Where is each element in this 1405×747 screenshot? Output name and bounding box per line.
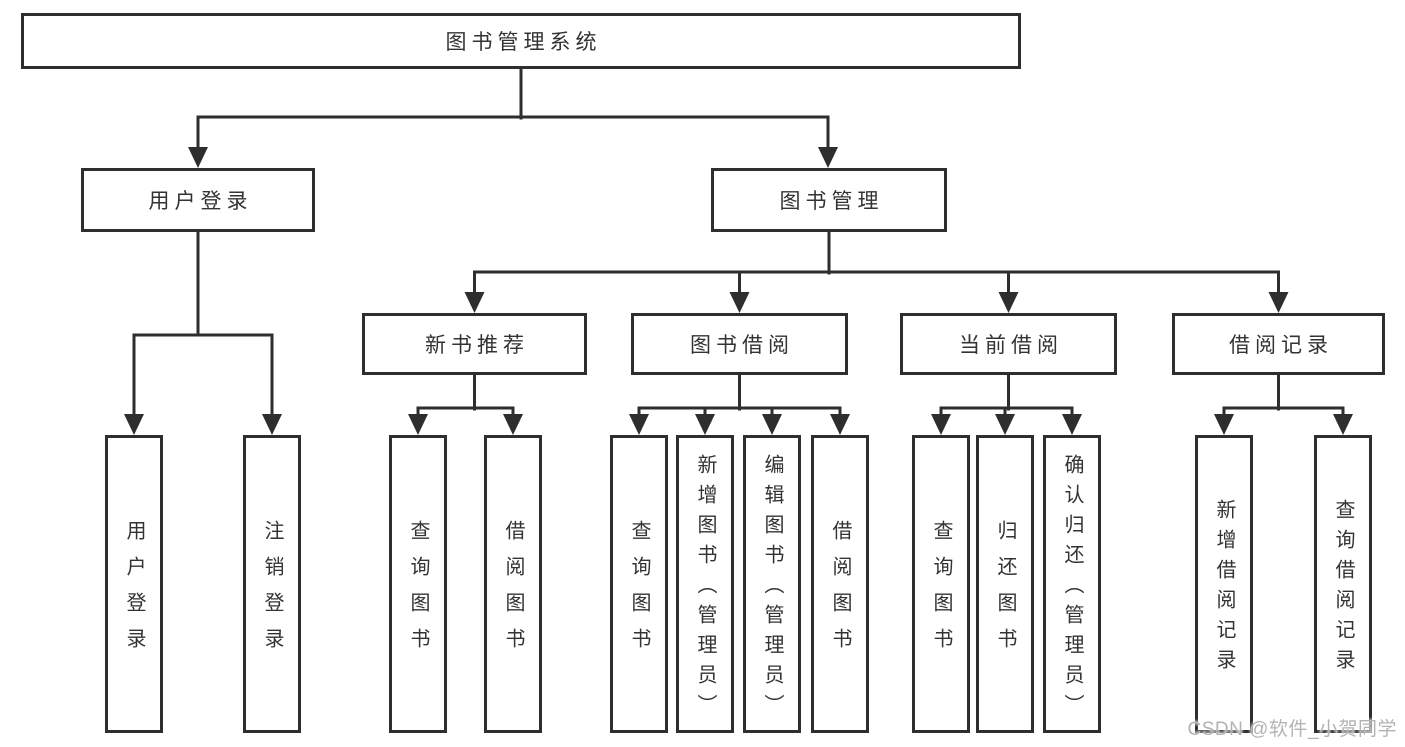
leaf-borrow-books: 借阅图书 xyxy=(811,435,869,733)
node-label: 借阅记录 xyxy=(1229,334,1333,357)
arrowhead-icon xyxy=(1214,414,1234,435)
node-label: 图书管理系统 xyxy=(445,31,602,54)
arrowhead-icon xyxy=(762,414,782,435)
arrowhead-icon xyxy=(818,147,838,168)
node-book-borrow: 图书借阅 xyxy=(631,313,848,375)
leaf-query-books-recommend: 查询图书 xyxy=(389,435,447,733)
arrowhead-icon xyxy=(995,414,1015,435)
arrowhead-icon xyxy=(408,414,428,435)
node-label: 用户登录 xyxy=(148,190,253,213)
arrowhead-icon xyxy=(729,292,750,313)
arrowhead-icon xyxy=(629,414,649,435)
leaf-confirm-return-admin: 确认归还（管理员） xyxy=(1043,435,1101,733)
leaf-label: 注销登录 xyxy=(261,520,283,664)
node-system-root: 图书管理系统 xyxy=(21,13,1021,69)
leaf-user-login: 用户登录 xyxy=(105,435,163,733)
arrowhead-icon xyxy=(464,292,485,313)
leaf-label: 查询图书 xyxy=(407,520,429,664)
arrowhead-icon xyxy=(830,414,850,435)
node-label: 新书推荐 xyxy=(425,334,529,357)
node-new-book-recommend: 新书推荐 xyxy=(362,313,587,375)
leaf-borrow-books-recommend: 借阅图书 xyxy=(484,435,542,733)
leaf-label: 用户登录 xyxy=(123,520,145,664)
arrowhead-icon xyxy=(503,414,523,435)
leaf-label: 新增图书（管理员） xyxy=(694,454,716,724)
node-user-login: 用户登录 xyxy=(81,168,315,232)
arrowhead-icon xyxy=(262,414,282,435)
arrowhead-icon xyxy=(998,292,1019,313)
leaf-query-borrow-record: 查询借阅记录 xyxy=(1314,435,1372,733)
arrowhead-icon xyxy=(695,414,715,435)
arrowhead-icon xyxy=(1062,414,1082,435)
connector-path xyxy=(132,67,1345,419)
leaf-label: 查询图书 xyxy=(930,520,952,664)
arrowhead-icon xyxy=(931,414,951,435)
arrowhead-icon xyxy=(1333,414,1353,435)
leaf-label: 借阅图书 xyxy=(502,520,524,664)
node-label: 图书管理 xyxy=(779,190,884,213)
leaf-logout: 注销登录 xyxy=(243,435,301,733)
node-current-borrow: 当前借阅 xyxy=(900,313,1117,375)
arrowhead-icon xyxy=(1268,292,1289,313)
node-borrow-records: 借阅记录 xyxy=(1172,313,1385,375)
leaf-label: 确认归还（管理员） xyxy=(1061,454,1083,724)
arrowhead-icon xyxy=(188,147,208,168)
node-label: 图书借阅 xyxy=(690,334,794,357)
leaf-add-books-admin: 新增图书（管理员） xyxy=(676,435,734,733)
leaf-add-borrow-record: 新增借阅记录 xyxy=(1195,435,1253,733)
leaf-label: 借阅图书 xyxy=(829,520,851,664)
leaf-label: 新增借阅记录 xyxy=(1213,499,1235,679)
arrowhead-icon xyxy=(124,414,144,435)
leaf-query-books-borrow: 查询图书 xyxy=(610,435,668,733)
leaf-label: 查询图书 xyxy=(628,520,650,664)
leaf-query-books-current: 查询图书 xyxy=(912,435,970,733)
leaf-label: 查询借阅记录 xyxy=(1332,499,1354,679)
leaf-return-books: 归还图书 xyxy=(976,435,1034,733)
leaf-label: 编辑图书（管理员） xyxy=(761,454,783,724)
leaf-label: 归还图书 xyxy=(994,520,1016,664)
watermark: CSDN @软件_小贺同学 xyxy=(1187,719,1397,740)
node-book-management: 图书管理 xyxy=(711,168,947,232)
leaf-edit-books-admin: 编辑图书（管理员） xyxy=(743,435,801,733)
node-label: 当前借阅 xyxy=(959,334,1063,357)
